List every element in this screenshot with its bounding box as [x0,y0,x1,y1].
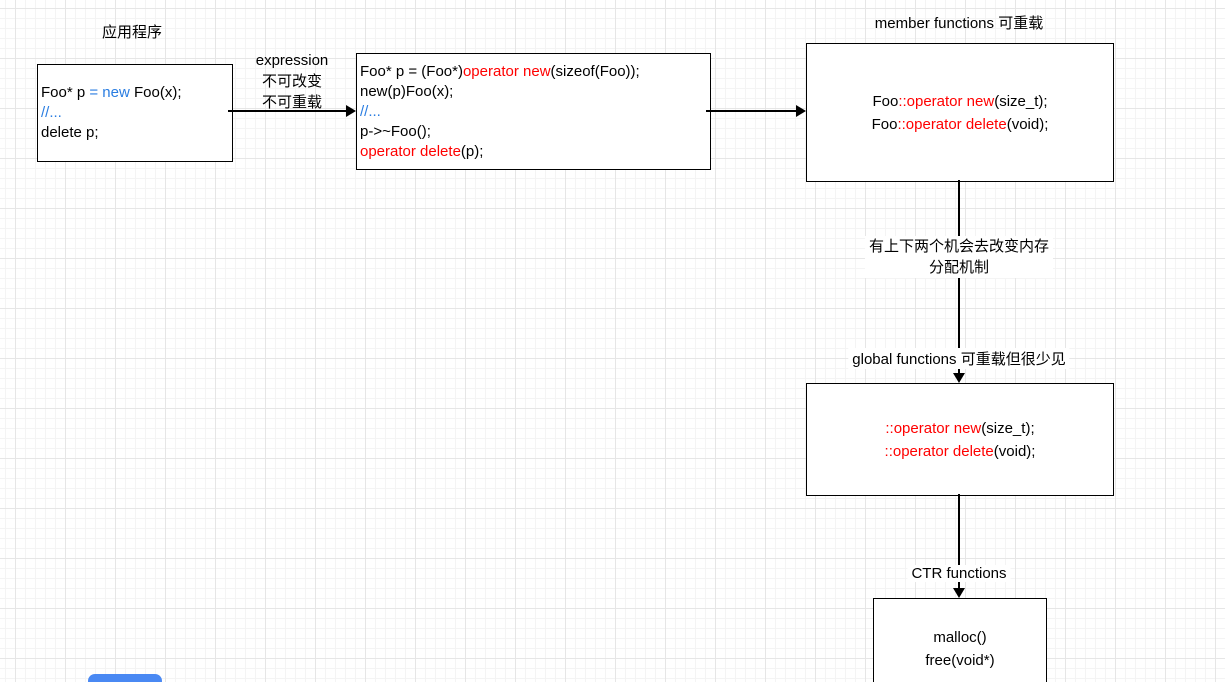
code-line: Foo::operator delete(void); [872,113,1049,136]
code-segment: operator new [462,62,551,80]
code-segment: (void); [1006,115,1049,133]
arrow-expanded-to-member-line [706,110,796,112]
code-segment: (p); [460,142,484,160]
code-line: ::operator delete(void); [885,440,1036,463]
code-segment: ::operator new [898,92,995,110]
code-segment: (void); [993,442,1036,460]
member-functions-box[interactable]: Foo::operator new(size_t);Foo::operator … [806,43,1114,182]
code-segment: operator delete [360,142,461,160]
blue-indicator-pill[interactable] [88,674,162,682]
global-functions-box[interactable]: ::operator new(size_t);::operator delete… [806,383,1114,496]
code-segment: ::operator new [885,419,982,437]
code-segment: Foo [872,92,899,110]
expanded-code-box[interactable]: Foo* p = (Foo*)operator new(sizeof(Foo))… [356,53,711,170]
code-line: Foo* p = new Foo(x); [41,83,182,103]
code-segment: //... [41,104,62,121]
code-segment: Foo [871,115,898,133]
code-line: operator delete(p); [360,142,483,162]
memory-mechanism-note: 有上下两个机会去改变内存分配机制 [864,236,1054,278]
arrow-right-head-icon [796,105,806,117]
code-segment: free(void*) [925,652,995,669]
code-line: Foo* p = (Foo*)operator new(sizeof(Foo))… [360,62,640,82]
code-segment: //... [360,102,381,120]
arrow-global-to-ctr-line [958,494,960,589]
label-line: 有上下两个机会去改变内存 [868,238,1050,255]
code-segment: Foo* p = (Foo*) [360,62,463,80]
arrow-down-head-icon [953,588,965,598]
code-segment: = new [89,84,130,101]
arrow-right-head-icon [346,105,356,117]
member-functions-label: member functions 可重载 [874,15,1044,32]
label-line: 不可改变 [261,73,323,90]
code-line: delete p; [41,123,99,143]
arrow-down-head-icon [953,373,965,383]
code-segment: new(p)Foo(x); [360,82,454,100]
label-line: 分配机制 [928,259,990,276]
ctr-functions-box[interactable]: malloc() free(void*) [873,598,1047,682]
code-line: free(void*) [925,649,994,672]
label-line: expression [255,52,329,69]
code-line: malloc() [933,626,986,649]
code-segment: (size_t); [994,92,1048,110]
code-segment: delete p; [41,124,99,141]
code-line: Foo::operator new(size_t); [872,90,1047,113]
code-segment: ::operator delete [897,115,1007,133]
code-line: ::operator new(size_t); [885,417,1034,440]
code-segment: Foo(x); [129,84,182,101]
code-line: new(p)Foo(x); [360,82,453,102]
code-segment: malloc() [933,629,987,646]
code-segment: (size_t); [981,419,1035,437]
code-line: //... [41,103,62,123]
code-segment: p->~Foo(); [360,122,431,140]
code-segment: (sizeof(Foo)); [550,62,640,80]
ctr-functions-label: CTR functions [907,565,1011,582]
global-functions-label: global functions 可重载但很少见 [848,348,1070,369]
expression-note: expression 不可改变不可重载 [256,50,329,113]
app-code-box[interactable]: Foo* p = new Foo(x);//...delete p; [37,64,233,162]
label-line: 不可重载 [261,94,323,111]
code-line: //... [360,102,381,122]
code-segment: ::operator delete [884,442,994,460]
app-program-label: 应用程序 [101,24,163,41]
code-line: p->~Foo(); [360,122,431,142]
code-segment: Foo* p [41,84,90,101]
arrow-app-to-expanded-line [228,110,346,112]
